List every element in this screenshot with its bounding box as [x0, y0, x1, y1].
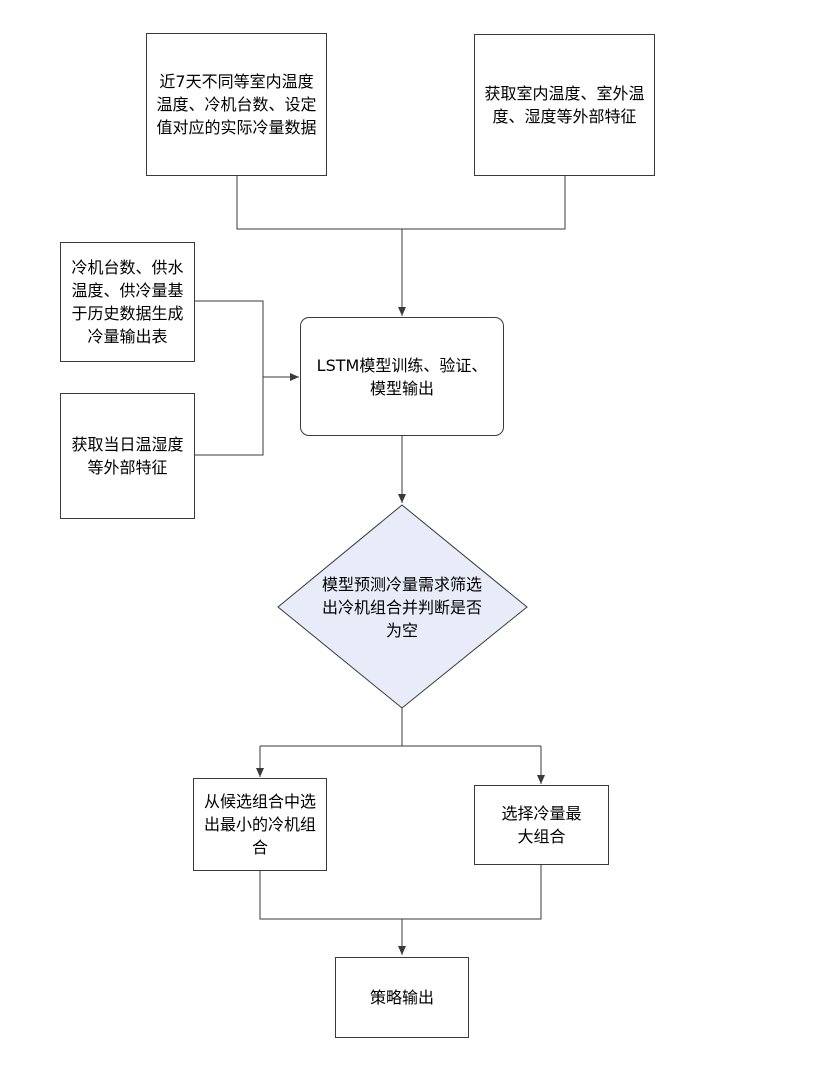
max-combo-box: 选择冷量最大组合	[474, 785, 609, 865]
min-combo-box: 从候选组合中选出最小的冷机组合	[193, 778, 327, 871]
min-combo-text: 从候选组合中选出最小的冷机组合	[203, 792, 316, 857]
decision-text: 模型预测冷量需求筛选出冷机组合并判断是否为空	[321, 574, 482, 640]
daily-features-text: 获取当日温湿度等外部特征	[71, 435, 184, 477]
connector-decision-split	[260, 708, 541, 747]
connector-table-to-merge	[195, 300, 264, 456]
decision-diamond	[277, 504, 528, 709]
output-text: 策略输出	[369, 988, 434, 1007]
external-features-text: 获取室内温度、室外温度、湿度等外部特征	[484, 84, 645, 126]
output-box: 策略输出	[335, 957, 469, 1038]
history-data-box: 近7天不同等室内温度温度、冷机台数、设定值对应的实际冷量数据	[146, 33, 327, 176]
lstm-text: LSTM模型训练、验证、模型输出	[316, 355, 488, 398]
lstm-box: LSTM模型训练、验证、模型输出	[300, 317, 504, 436]
lookup-table-box: 冷机台数、供水温度、供冷量基于历史数据生成冷量输出表	[60, 242, 195, 362]
connector-history-to-merge	[236, 176, 402, 230]
connector-bottom-merge	[259, 865, 542, 920]
lookup-table-text: 冷机台数、供水温度、供冷量基于历史数据生成冷量输出表	[71, 258, 184, 346]
max-combo-text: 选择冷量最大组合	[501, 804, 582, 846]
daily-features-box: 获取当日温湿度等外部特征	[60, 393, 195, 519]
connector-external-to-merge	[402, 176, 566, 230]
history-data-text: 近7天不同等室内温度温度、冷机台数、设定值对应的实际冷量数据	[156, 72, 317, 137]
external-features-box: 获取室内温度、室外温度、湿度等外部特征	[474, 34, 655, 176]
